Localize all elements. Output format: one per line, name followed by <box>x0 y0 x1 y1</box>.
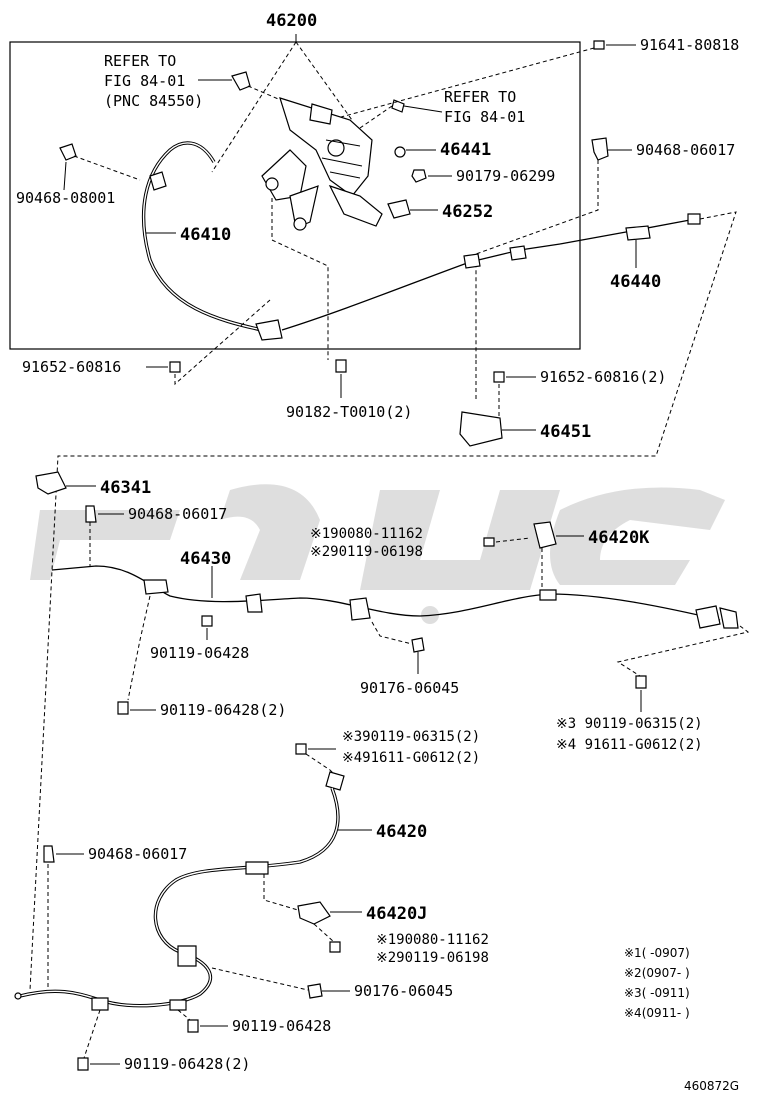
bolt-icon <box>187 1019 199 1033</box>
part-46341[interactable]: 46341 <box>100 478 151 498</box>
bolt-icon <box>391 99 405 113</box>
bolt-icon <box>169 361 181 373</box>
part-46430[interactable]: 46430 <box>180 549 231 569</box>
bolt-icon <box>635 675 647 689</box>
part-46420K[interactable]: 46420K <box>588 528 650 548</box>
clamp-icon <box>43 845 55 863</box>
legend-note-3: ※3( -0911) <box>624 986 690 1000</box>
pedal-assembly-icon <box>261 97 383 231</box>
watermark-logo <box>30 484 725 624</box>
bolt-icon <box>493 371 505 383</box>
assembly-number-46200[interactable]: 46200 <box>266 11 317 31</box>
part-46252[interactable]: 46252 <box>442 202 493 222</box>
part-46420[interactable]: 46420 <box>376 822 427 842</box>
part-90119-06198-upper[interactable]: ※290119-06198 <box>310 544 423 560</box>
part-46410[interactable]: 46410 <box>180 225 231 245</box>
part-46441[interactable]: 46441 <box>440 140 491 160</box>
clamp-icon <box>591 137 609 161</box>
bolt-icon <box>295 743 307 755</box>
part-90119-06315-right[interactable]: ※3 90119-06315(2) <box>556 716 703 732</box>
bracket-46420J-icon <box>297 901 331 925</box>
bracket-46420K-icon <box>533 521 557 549</box>
refer-left-line-1[interactable]: REFER TO <box>104 52 176 70</box>
part-90468-06017-top[interactable]: 90468-06017 <box>636 141 735 159</box>
part-91641-80818[interactable]: 91641-80818 <box>640 36 739 54</box>
part-46420J[interactable]: 46420J <box>366 904 427 924</box>
refer-left-line-2[interactable]: FIG 84-01 <box>104 72 185 90</box>
part-46440[interactable]: 46440 <box>610 272 661 292</box>
refer-right-line-2[interactable]: FIG 84-01 <box>444 108 525 126</box>
part-90179-06299[interactable]: 90179-06299 <box>456 167 555 185</box>
part-90176-06045-lower[interactable]: 90176-06045 <box>354 982 453 1000</box>
bolt-icon <box>329 941 341 953</box>
part-90119-06428-lower[interactable]: 90119-06428 <box>232 1017 331 1035</box>
part-90119-06198-lower[interactable]: ※290119-06198 <box>376 950 489 966</box>
bracket-46341-icon <box>35 471 67 495</box>
figure-id: 460872G <box>684 1079 739 1093</box>
part-46451[interactable]: 46451 <box>540 422 591 442</box>
part-90080-11162-upper[interactable]: ※190080-11162 <box>310 526 423 542</box>
part-91652-60816-2[interactable]: 91652-60816(2) <box>540 368 666 386</box>
bolt-icon <box>117 701 129 715</box>
refer-right-line-1[interactable]: REFER TO <box>444 88 516 106</box>
grommet-icon <box>307 983 323 999</box>
part-90080-11162-lower[interactable]: ※190080-11162 <box>376 932 489 948</box>
cable-46420-icon <box>14 771 345 1011</box>
part-90119-06428-upper[interactable]: 90119-06428 <box>150 644 249 662</box>
bolt-icon <box>593 40 605 50</box>
refer-left-line-3[interactable]: (PNC 84550) <box>104 92 203 110</box>
legend-note-4: ※4(0911- ) <box>624 1006 690 1020</box>
part-90182-T0010[interactable]: 90182-T0010(2) <box>286 403 412 421</box>
clip-icon <box>335 359 347 373</box>
bolt-icon <box>231 71 251 91</box>
cable-46440-icon <box>559 213 701 245</box>
part-91652-60816[interactable]: 91652-60816 <box>22 358 121 376</box>
clamp-icon <box>85 505 97 523</box>
bolt-icon <box>201 615 213 627</box>
part-90468-08001[interactable]: 90468-08001 <box>16 189 115 207</box>
grommet-icon <box>411 637 425 653</box>
cable-46410-icon <box>141 141 561 341</box>
part-90176-06045-upper[interactable]: 90176-06045 <box>360 679 459 697</box>
part-91611-G0612-mid[interactable]: ※491611-G0612(2) <box>342 750 480 766</box>
upper-assembly-frame <box>9 41 581 350</box>
bolt-icon <box>77 1057 89 1071</box>
legend-note-1: ※1( -0907) <box>624 946 690 960</box>
part-90468-06017-mid[interactable]: 90468-06017 <box>128 505 227 523</box>
part-90119-06428-2-upper[interactable]: 90119-06428(2) <box>160 701 286 719</box>
part-90468-06017-lower[interactable]: 90468-06017 <box>88 845 187 863</box>
part-91611-G0612-right[interactable]: ※4 91611-G0612(2) <box>556 737 703 753</box>
nut-icon <box>411 169 427 183</box>
clamp-icon <box>59 143 77 161</box>
part-90119-06428-2-lower[interactable]: 90119-06428(2) <box>124 1055 250 1073</box>
pin-icon <box>394 146 406 158</box>
stopper-icon <box>387 199 411 219</box>
legend-note-2: ※2(0907- ) <box>624 966 690 980</box>
bracket-46451-icon <box>459 411 503 447</box>
bolt-icon <box>483 537 495 547</box>
part-90119-06315-mid[interactable]: ※390119-06315(2) <box>342 729 480 745</box>
cable-46430-icon <box>51 565 739 629</box>
